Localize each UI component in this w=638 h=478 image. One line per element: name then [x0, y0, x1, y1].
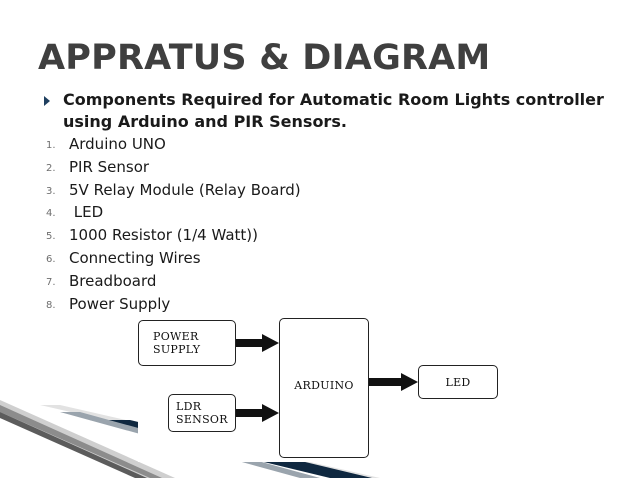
- arrow-right-icon: [236, 404, 279, 422]
- power-supply-block: POWER SUPPLY: [138, 320, 236, 366]
- ldr-sensor-block: LDR SENSOR: [168, 394, 236, 432]
- slide-title: APPRATUS & DIAGRAM: [38, 38, 491, 78]
- intro-text: Components Required for Automatic Room L…: [63, 90, 604, 131]
- bullet-arrow-icon: [44, 96, 50, 106]
- arrow-right-icon: [369, 373, 418, 391]
- led-block: LED: [418, 365, 498, 399]
- arrow-right-icon: [236, 334, 279, 352]
- arduino-block: ARDUINO: [279, 318, 369, 458]
